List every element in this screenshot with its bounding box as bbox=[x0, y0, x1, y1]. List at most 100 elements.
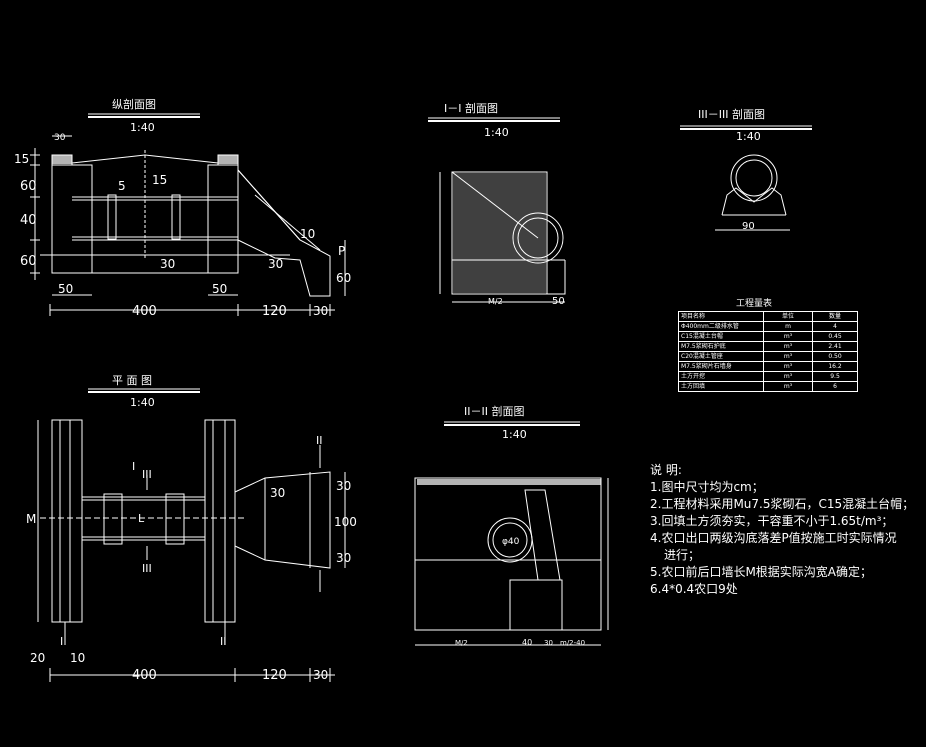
dim-60-right: 60 bbox=[336, 271, 351, 285]
dim-40-left: 40 bbox=[20, 213, 37, 228]
section-2 bbox=[414, 421, 609, 646]
notes-block: 说 明: 1.图中尺寸均为cm； 2.工程材料采用Mu7.5浆砌石，C15混凝土… bbox=[650, 462, 914, 598]
notes-heading: 说 明: bbox=[650, 463, 682, 477]
table-cell: 土方回填 bbox=[678, 381, 764, 392]
title-longitudinal: 纵剖面图 bbox=[112, 97, 156, 111]
dim-50-right: 50 bbox=[212, 282, 227, 296]
dim-30-end: 30 bbox=[313, 304, 328, 318]
dim-400-top: 400 bbox=[132, 304, 157, 319]
dim-50-sec1: 50 bbox=[552, 296, 565, 307]
hatch-marks bbox=[52, 155, 601, 485]
title-plan: 平 面 图 bbox=[112, 374, 152, 387]
dim-20: 20 bbox=[30, 651, 45, 665]
dim-40-sec2: 40 bbox=[522, 638, 532, 647]
longitudinal-section bbox=[30, 113, 346, 316]
dim-15-b: 15 bbox=[152, 173, 167, 187]
table-cell: m bbox=[763, 321, 813, 332]
mark-I-bottom: I bbox=[60, 635, 63, 648]
note-item: 4.农口出口两级沟底落差P值按施工时实际情况 bbox=[650, 531, 897, 545]
scale-sec2: 1:40 bbox=[502, 428, 527, 441]
dim-30-top: 30 bbox=[54, 133, 66, 143]
dim-10-plan: 10 bbox=[70, 651, 85, 665]
table-cell: 9.5 bbox=[812, 371, 858, 382]
note-item: 进行； bbox=[664, 548, 701, 562]
table-cell: 单位 bbox=[763, 311, 813, 322]
mark-L: L bbox=[138, 512, 145, 525]
dim-M2-40: m/2-40 bbox=[560, 639, 585, 647]
note-item: 3.回填土方须夯实，干容重不小于1.65t/m³； bbox=[650, 514, 894, 528]
title-sec1: I－I 剖面图 bbox=[444, 101, 498, 115]
dim-120-bottom: 120 bbox=[262, 668, 287, 683]
table-cell: 土方开挖 bbox=[678, 371, 764, 382]
table-cell: m³ bbox=[763, 381, 813, 392]
title-sec3: III－III 剖面图 bbox=[698, 107, 765, 121]
mark-III-bottom: III bbox=[142, 562, 152, 575]
dim-30-plan-end: 30 bbox=[313, 668, 328, 682]
table-cell: m³ bbox=[763, 361, 813, 372]
table-cell: m³ bbox=[763, 331, 813, 342]
scale-sec1: 1:40 bbox=[484, 126, 509, 139]
dim-50-left: 50 bbox=[58, 282, 73, 296]
table-title: 工程量表 bbox=[736, 297, 772, 309]
mark-II-bottom: II bbox=[220, 635, 227, 648]
table-cell: m³ bbox=[763, 371, 813, 382]
scale-longitudinal: 1:40 bbox=[130, 121, 155, 134]
dim-15: 15 bbox=[14, 152, 29, 166]
dim-30-plan-c: 30 bbox=[336, 551, 351, 565]
dim-30-plan-b: 30 bbox=[336, 479, 351, 493]
mark-I-top: I bbox=[132, 460, 135, 473]
table-cell: Φ400mm二级排水管 bbox=[678, 321, 764, 332]
dim-phi40: φ40 bbox=[502, 537, 520, 547]
dim-30-sec2: 30 bbox=[544, 639, 553, 647]
scale-plan: 1:40 bbox=[130, 396, 155, 409]
table-cell: 项目名称 bbox=[678, 311, 764, 322]
dim-100: 100 bbox=[334, 515, 357, 529]
table-cell: C15混凝土台帽 bbox=[678, 331, 764, 342]
plan-view bbox=[37, 388, 346, 682]
table-cell: M7.5浆砌石护底 bbox=[678, 341, 764, 352]
note-item: 2.工程材料采用Mu7.5浆砌石，C15混凝土台帽； bbox=[650, 497, 915, 511]
dim-M: M bbox=[26, 512, 36, 526]
table-cell: 6 bbox=[812, 381, 858, 392]
note-item: 6.4*0.4农口9处 bbox=[650, 582, 738, 596]
dim-90: 90 bbox=[742, 221, 755, 232]
table-cell: 2.41 bbox=[812, 341, 858, 352]
dim-M2-sec1: M/2 bbox=[488, 297, 503, 306]
dim-5: 5 bbox=[118, 179, 126, 193]
mark-III-top: III bbox=[142, 468, 152, 481]
table-cell: C20混凝土管座 bbox=[678, 351, 764, 362]
table-cell: 16.2 bbox=[812, 361, 858, 372]
section-3 bbox=[680, 125, 812, 231]
table-header-row: 项目名称单位数量 bbox=[678, 311, 858, 322]
dim-120-top: 120 bbox=[262, 304, 287, 319]
note-item: 5.农口前后口墙长M根据实际沟宽A确定； bbox=[650, 565, 873, 579]
dim-30-wing: 30 bbox=[268, 257, 283, 271]
mark-II-top: II bbox=[316, 434, 323, 447]
dim-400-bottom: 400 bbox=[132, 668, 157, 683]
table-cell: 0.50 bbox=[812, 351, 858, 362]
dim-30-plan-a: 30 bbox=[270, 486, 285, 500]
section-1 bbox=[428, 117, 566, 303]
dim-60-b: 60 bbox=[20, 254, 37, 269]
dim-60-a: 60 bbox=[20, 179, 37, 194]
table-cell: 0.45 bbox=[812, 331, 858, 342]
dim-30-mid: 30 bbox=[160, 257, 175, 271]
note-item: 1.图中尺寸均为cm； bbox=[650, 480, 764, 494]
table-cell: M7.5浆砌片石墙身 bbox=[678, 361, 764, 372]
table-cell: m³ bbox=[763, 341, 813, 352]
dim-P: P bbox=[338, 244, 345, 258]
table-cell: 数量 bbox=[812, 311, 858, 322]
dim-M2-sec2: M/2 bbox=[455, 639, 468, 647]
dim-10: 10 bbox=[300, 227, 315, 241]
table-cell: 4 bbox=[812, 321, 858, 332]
table-cell: m³ bbox=[763, 351, 813, 362]
